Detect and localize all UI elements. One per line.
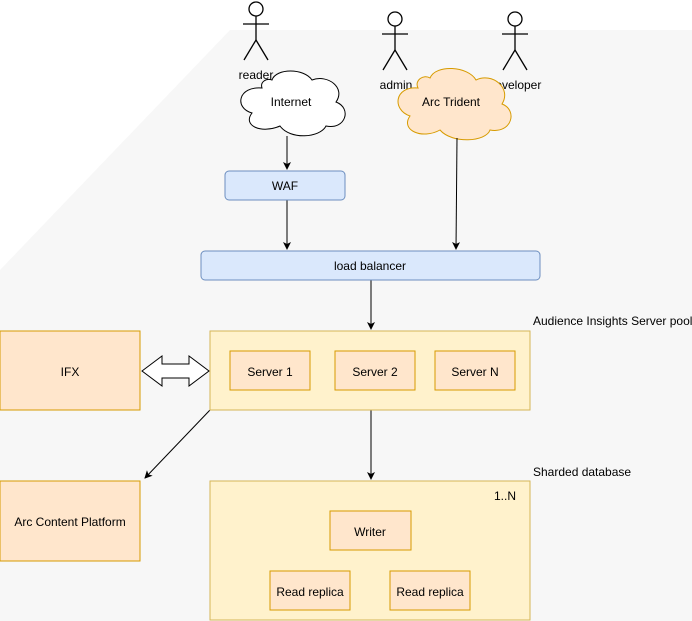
internet-label: Internet [271,95,312,109]
admin-label: admin [380,78,413,92]
read-replica-right-node: Read replica [389,570,471,611]
sharded-db-title: Sharded database [533,465,631,479]
server-1-label: Server 1 [247,365,293,379]
background-shade [0,30,692,621]
read-replica-left-node: Read replica [269,570,351,611]
connectors [144,136,461,571]
developer-actor-icon [502,11,528,71]
reader-actor-icon [243,1,269,61]
arrow-server-pool-to-arc-content-platform [144,409,211,479]
server-2-node: Server 2 [334,350,416,391]
ifx-server-pool-double-arrow [141,355,210,387]
writer-label: Writer [354,525,386,539]
waf-node: WAF [224,170,346,201]
arc-trident-label: Arc Trident [422,95,481,109]
admin-actor-icon [382,11,408,71]
writer-node: Writer [329,510,412,551]
arc-content-platform-label: Arc Content Platform [14,515,125,529]
read-replica-left-label: Read replica [276,585,344,599]
server-1-node: Server 1 [229,350,311,391]
load-balancer-node: load balancer [200,250,541,281]
server-n-node: Server N [434,350,516,391]
load-balancer-label: load balancer [334,259,406,273]
arc-trident-cloud: Arc Trident [397,68,512,141]
arrow-arc-trident-to-load-balancer [452,137,461,250]
server-pool-title: Audience Insights Server pool [533,314,692,328]
waf-label: WAF [272,179,298,193]
ifx-label: IFX [61,365,80,379]
server-n-label: Server N [451,365,498,379]
arc-content-platform-node: Arc Content Platform [0,480,141,562]
reader-label: reader [239,68,274,82]
ifx-node: IFX [0,330,141,411]
server-2-label: Server 2 [352,365,398,379]
internet-cloud: Internet [240,70,346,137]
shard-count-label: 1..N [494,489,516,503]
read-replica-right-label: Read replica [396,585,464,599]
